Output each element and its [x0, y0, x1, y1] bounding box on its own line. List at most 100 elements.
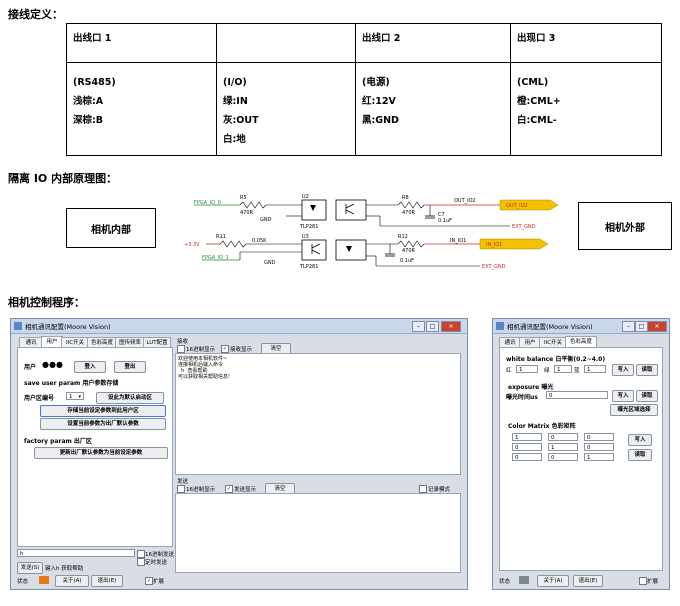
wb-heading: white balance 白平衡(0.2~4.0)	[506, 356, 606, 363]
exposure-read-button[interactable]: 读取	[636, 390, 658, 402]
port-in-io1-label: IN_IO1	[486, 242, 502, 248]
factory-heading: factory param 出厂区	[24, 438, 92, 445]
blue-label: 蓝	[574, 368, 580, 374]
hex-send-label: 16进制发送	[145, 552, 174, 558]
matrix-cell[interactable]: 0	[512, 453, 542, 461]
label-r12-val: 470R	[402, 248, 416, 254]
out-io2-port	[499, 199, 559, 211]
camera-outside-box: 相机外部	[578, 202, 672, 250]
matrix-cell[interactable]: 1	[548, 443, 578, 451]
set-default-button[interactable]: 设此为默认启动区	[96, 392, 164, 404]
status-label: 状态	[17, 579, 29, 585]
net-3v3: +3.3V	[184, 242, 200, 248]
log-mode-checkbox[interactable]	[419, 485, 427, 493]
label-c-val: 0.1uF	[400, 258, 414, 264]
matrix-cell[interactable]: 0	[584, 433, 614, 441]
matrix-write-button[interactable]: 写入	[628, 434, 652, 446]
user-area-select[interactable]: 1▾	[66, 392, 84, 400]
label-u3-part: TLP281	[299, 264, 318, 270]
label-r11: R11	[216, 234, 226, 240]
pin-col4-line: (CML)	[517, 77, 549, 88]
minimize-button[interactable]: –	[412, 321, 425, 332]
send-display-checkbox[interactable]: ✓	[225, 485, 233, 493]
title-bar: 相机通讯配置(Moore Vision) – □ ✕	[493, 319, 669, 334]
exit-button[interactable]: 退出(E)	[573, 575, 603, 587]
hex-display-send-checkbox[interactable]	[177, 485, 185, 493]
net-ext-gnd-2: EXT_GND	[482, 264, 506, 270]
set-factory-button[interactable]: 设置当前参数为出厂默认参数	[40, 418, 166, 430]
label-u2: U2	[302, 194, 309, 200]
label-r8-val: 470R	[402, 210, 416, 216]
window-title: 相机通讯配置(Moore Vision)	[507, 323, 593, 331]
close-button[interactable]: ✕	[441, 321, 461, 332]
status-indicator	[39, 576, 49, 584]
blue-input[interactable]: 1	[584, 365, 606, 373]
hex-display-send-label: 16进制显示	[186, 487, 215, 493]
expand-checkbox[interactable]: ✓	[145, 577, 153, 585]
tab-lut[interactable]: LUT配置	[143, 337, 171, 348]
wb-read-button[interactable]: 读取	[636, 364, 658, 376]
tab-color[interactable]: 色彩高度	[565, 336, 597, 348]
resistor-r11	[219, 240, 247, 248]
matrix-cell[interactable]: 0	[584, 443, 614, 451]
exit-button[interactable]: 退出(E)	[91, 575, 123, 587]
close-button[interactable]: ✕	[647, 321, 667, 332]
green-input[interactable]: 1	[554, 365, 572, 373]
minimize-button[interactable]: –	[622, 321, 635, 332]
opto-u3-left	[301, 239, 327, 261]
password-field[interactable]: ●●●	[40, 360, 66, 370]
exposure-region-button[interactable]: 曝光区域选择	[610, 404, 658, 416]
update-factory-button[interactable]: 更新出厂默认参数为当前设定参数	[34, 447, 168, 459]
label-c7: C7	[438, 212, 445, 218]
led-icon	[346, 246, 352, 252]
hex-display-label: 16进制显示	[186, 347, 215, 353]
expand-checkbox[interactable]	[639, 577, 647, 585]
enter-help-label: 键入h 获取帮助	[45, 566, 84, 572]
pin-col2-line: (I/O)	[223, 77, 247, 88]
logout-button[interactable]: 登出	[114, 361, 146, 373]
label-c7-val: 0.1uF	[438, 218, 452, 224]
pin-col-2: (I/O) 绿:IN 灰:OUT 白:地	[216, 62, 356, 156]
matrix-read-button[interactable]: 读取	[628, 449, 652, 461]
send-textarea[interactable]	[175, 493, 461, 573]
matrix-cell[interactable]: 0	[548, 453, 578, 461]
status-label: 状态	[499, 579, 511, 585]
pin-col3-line: (电源)	[362, 77, 390, 88]
status-indicator	[519, 576, 529, 584]
hex-display-checkbox[interactable]	[177, 345, 185, 353]
matrix-cell[interactable]: 1	[512, 433, 542, 441]
matrix-cell[interactable]: 1	[584, 453, 614, 461]
app-icon	[496, 322, 504, 330]
user-area-value: 1	[69, 394, 73, 400]
receive-display-checkbox[interactable]: ✓	[221, 345, 229, 353]
pin-col2-line: 绿:IN	[223, 96, 248, 107]
red-input[interactable]: 1	[516, 365, 538, 373]
pin-col4-line: 橙:CML+	[517, 96, 561, 107]
wb-write-button[interactable]: 写入	[612, 364, 634, 376]
pin-col4-line: 白:CML-	[517, 115, 557, 126]
exposure-input[interactable]: 0	[546, 391, 608, 399]
command-input[interactable]: h	[17, 549, 135, 557]
matrix-cell[interactable]: 0	[548, 433, 578, 441]
software-title: 相机控制程序：	[8, 296, 85, 309]
transistor-icon	[311, 243, 321, 255]
maximize-button[interactable]: □	[426, 321, 439, 332]
led-icon	[310, 205, 316, 211]
resistor-r5	[239, 201, 267, 209]
about-button[interactable]: 关于(A)	[537, 575, 569, 587]
camera-inside-box: 相机内部	[66, 208, 156, 248]
pin-definition-table: 出线口 1 出线口 2 出现口 3 (RS485) 浅棕:A 深棕:B (I/O…	[66, 23, 662, 156]
send-button[interactable]: 发送(S)	[17, 562, 43, 574]
hex-send-checkbox[interactable]	[137, 550, 145, 558]
receive-display-label: 接收显示	[230, 347, 253, 353]
label-r5-val: 470R	[240, 210, 254, 216]
matrix-cell[interactable]: 0	[512, 443, 542, 451]
timed-send-checkbox[interactable]	[137, 558, 145, 566]
label-r12: R12	[398, 234, 408, 240]
store-params-button[interactable]: 存储当前设定参数到此用户区	[40, 405, 166, 417]
exposure-write-button[interactable]: 写入	[612, 390, 634, 402]
log-mode-label: 记录模式	[428, 487, 451, 493]
about-button[interactable]: 关于(A)	[55, 575, 89, 587]
login-button[interactable]: 登入	[74, 361, 106, 373]
receive-textarea[interactable]: 欢迎使用本相机软件~ 连接相机后输入命令 h 查看帮助 可以获取相关帮助信息!	[175, 353, 461, 475]
